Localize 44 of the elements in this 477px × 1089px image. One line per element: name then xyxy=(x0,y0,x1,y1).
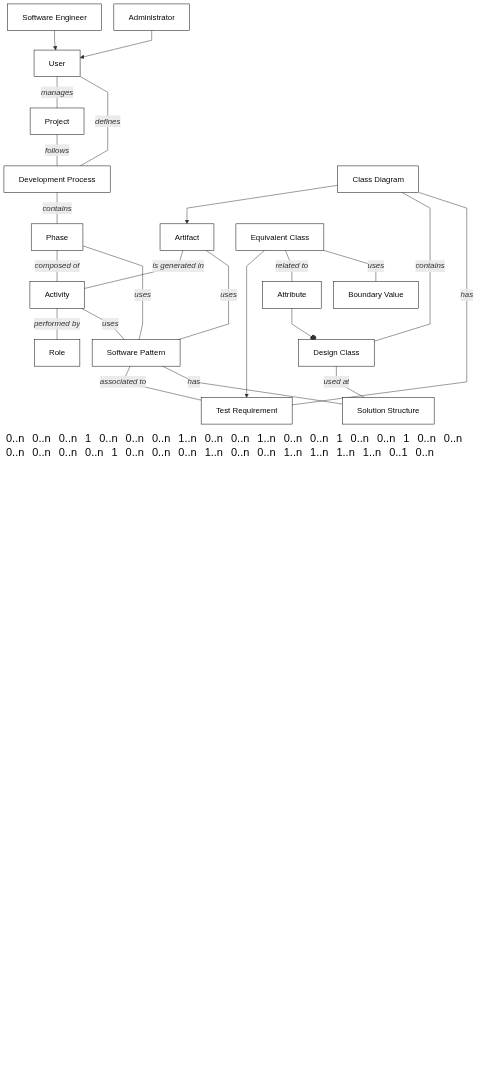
multiplicity-label: 1..n xyxy=(362,446,382,458)
multiplicity-label: 0..n xyxy=(58,446,78,458)
multiplicity-label: 0..n xyxy=(99,432,118,444)
multiplicity-label: 1..n xyxy=(310,446,329,458)
multiplicity-label: 1 xyxy=(403,432,410,444)
multiplicity-label: 0..n xyxy=(443,432,463,444)
multiplicity-label: 0..n xyxy=(350,432,369,444)
multiplicity-label: 0..n xyxy=(257,446,276,458)
multiplicity-label: 0..n xyxy=(231,446,250,458)
connector xyxy=(122,365,202,401)
multiplicity-label: 0..n xyxy=(32,432,51,444)
multiplicity-label: 1 xyxy=(85,432,92,444)
multiplicity-label: 1..n xyxy=(257,432,276,444)
multiplicity-label: 1 xyxy=(336,432,343,444)
multiplicity-label: 0..n xyxy=(125,446,144,458)
multiplicity-label: 0..n xyxy=(310,432,329,444)
connector xyxy=(79,76,108,167)
multiplicity-label: 0..n xyxy=(151,446,171,458)
connector xyxy=(81,308,125,340)
multiplicity-label: 0..n xyxy=(376,432,396,444)
multiplicity-label: 1 xyxy=(111,446,118,458)
multiplicity-label: 0..n xyxy=(58,432,78,444)
multiplicity-label: 0..n xyxy=(204,432,223,444)
connector xyxy=(178,250,229,340)
multiplicity-label: 0..n xyxy=(178,446,197,458)
connector xyxy=(373,192,431,342)
multiplicity-label: 1..n xyxy=(283,446,303,458)
multiplicity-label: 0..n xyxy=(231,432,250,444)
multiplicity-label: 0..n xyxy=(6,446,25,458)
multiplicity-label: 0..1 xyxy=(389,446,408,458)
multiplicity-label: 0..n xyxy=(283,432,303,444)
multiplicity-label: 0..n xyxy=(415,446,434,458)
multiplicity-label: 1..n xyxy=(336,446,355,458)
connector xyxy=(162,365,343,405)
connector xyxy=(82,245,143,340)
connector xyxy=(56,134,58,167)
multiplicity-label: 0..n xyxy=(6,432,25,444)
multiplicity-label: 1..n xyxy=(204,446,223,458)
multiplicity-label: 0..n xyxy=(85,446,104,458)
multiplicity-label: 0..n xyxy=(32,446,51,458)
multiplicity-label: 0..n xyxy=(151,432,171,444)
multiplicity-label: 1..n xyxy=(178,432,197,444)
multiplicity-label: 0..n xyxy=(417,432,436,444)
multiplicity-label: 0..n xyxy=(125,432,144,444)
